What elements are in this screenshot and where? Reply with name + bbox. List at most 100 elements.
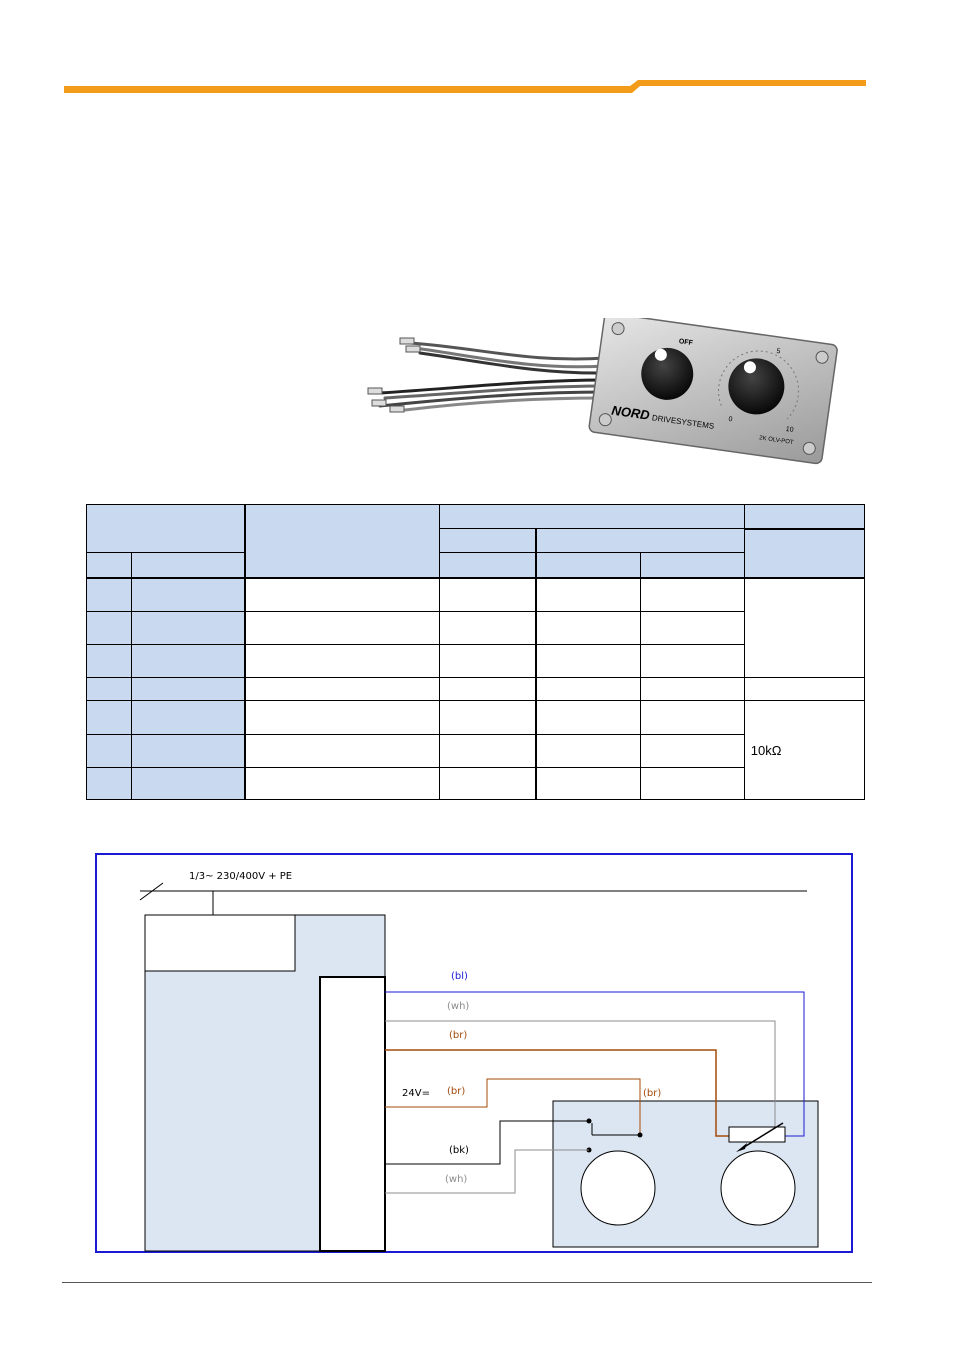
screw-icon [611, 322, 625, 336]
table-cell [639, 700, 745, 735]
resistance-cell: 10kΩ [743, 700, 866, 800]
table-row [85, 576, 866, 679]
table-cell [639, 576, 745, 612]
table-cell [439, 677, 537, 702]
pin-name-cell [131, 643, 246, 679]
pin-number-cell [85, 677, 133, 702]
wire-brown-pot [385, 1049, 729, 1137]
table-cell [243, 576, 441, 612]
wire-label-bk: (bk) [449, 1145, 469, 1156]
potentiometer-arrow [740, 1122, 784, 1150]
pin-assignment-table: 10kΩ [85, 503, 866, 801]
table-row [85, 610, 865, 645]
device-label: 2K OLV-POT [759, 435, 794, 446]
table-cell [439, 733, 537, 768]
header-cell [639, 552, 745, 579]
table-cell [439, 700, 537, 735]
pin-name-cell [131, 700, 246, 735]
table-cell [535, 643, 641, 679]
table-cell [439, 766, 537, 801]
header-cell [131, 552, 246, 579]
table-cell [535, 610, 641, 645]
pin-name-cell [131, 677, 246, 702]
scale-mark-mid: 5 [776, 348, 781, 355]
header-accent-shape [64, 80, 866, 93]
header-accent-bar [64, 80, 866, 93]
table-cell [439, 576, 537, 612]
wire-white-wiper [385, 1020, 776, 1129]
scale-mark-max: 10 [785, 426, 794, 434]
potentiometer-dial [720, 1150, 796, 1226]
inverter-power-section [144, 914, 296, 972]
table-cell [639, 643, 745, 679]
cable-bundle [378, 341, 607, 412]
table-cell [639, 610, 745, 645]
wire-label-br-pot: (br) [449, 1030, 467, 1041]
table-row: 10kΩ [85, 700, 866, 800]
table-cell [743, 576, 866, 679]
table-cell [743, 677, 866, 702]
table-cell [535, 677, 641, 702]
table-cell [535, 766, 641, 801]
table-cell [243, 733, 441, 768]
wire-ferrules [367, 337, 421, 413]
wire-label-br-24v: (br) [447, 1086, 465, 1097]
wire-label-wh-top: (wh) [447, 1001, 469, 1012]
wire-label-br-switch: (br) [643, 1088, 661, 1099]
pin-name-cell [131, 610, 246, 645]
header-cell [439, 528, 537, 554]
pin-name-cell [131, 733, 246, 768]
wiring-diagram: 1/3~ 230/400V + PE (bl) (wh) (br) 24V= (… [95, 853, 853, 1253]
pin-number-cell [85, 610, 133, 645]
wire-label-wh-bottom: (wh) [445, 1174, 467, 1185]
footer-rule [62, 1282, 872, 1283]
switch-dial [580, 1150, 656, 1226]
switch-knob [641, 347, 694, 400]
wire-black [385, 1120, 589, 1165]
wire-label-bl: (bl) [451, 971, 468, 982]
table-cell [243, 610, 441, 645]
table-cell [535, 733, 641, 768]
screw-icon [598, 413, 612, 427]
table-header-row [85, 503, 866, 579]
control-plate: OFF 0 5 10 NORD DRIVESYSTEMS 2K OLV-POT [588, 318, 838, 465]
table-row [85, 677, 866, 702]
table-cell [439, 610, 537, 645]
speed-knob [728, 358, 785, 415]
pin-name-cell [131, 576, 246, 612]
supply-label: 1/3~ 230/400V + PE [189, 871, 292, 882]
table-cell [535, 700, 641, 735]
table-cell [535, 576, 641, 612]
pin-number-cell [85, 766, 133, 801]
voltage-label: 24V= [402, 1088, 430, 1099]
table-cell [243, 766, 441, 801]
table-cell [639, 766, 745, 801]
potentiometer-adapter-photo: OFF 0 5 10 NORD DRIVESYSTEMS 2K OLV-POT [367, 318, 838, 465]
switch-label: OFF [678, 338, 694, 347]
wire-blue [385, 991, 805, 1137]
header-cell [743, 528, 866, 579]
table-cell [243, 677, 441, 702]
header-cell [743, 503, 866, 530]
wire-brown-24v [385, 1078, 641, 1135]
pin-number-cell [85, 576, 133, 612]
header-cell [535, 528, 745, 554]
header-cell [243, 503, 441, 579]
screw-icon [815, 350, 829, 364]
table-header-row [85, 552, 865, 579]
table-cell [639, 733, 745, 768]
wire-white-bottom [385, 1149, 589, 1194]
header-cell [85, 552, 133, 579]
header-cell [439, 552, 537, 579]
header-cell [439, 503, 745, 530]
table-row [85, 643, 865, 679]
header-cell [535, 552, 641, 579]
table-cell [243, 700, 441, 735]
table-header-row [87, 528, 866, 579]
brand-logo: NORD [611, 403, 652, 423]
scale-mark-min: 0 [728, 416, 733, 423]
table-cell [243, 643, 441, 679]
header-cell [85, 503, 246, 554]
supply-slash [139, 882, 164, 901]
pin-name-cell [131, 766, 246, 801]
